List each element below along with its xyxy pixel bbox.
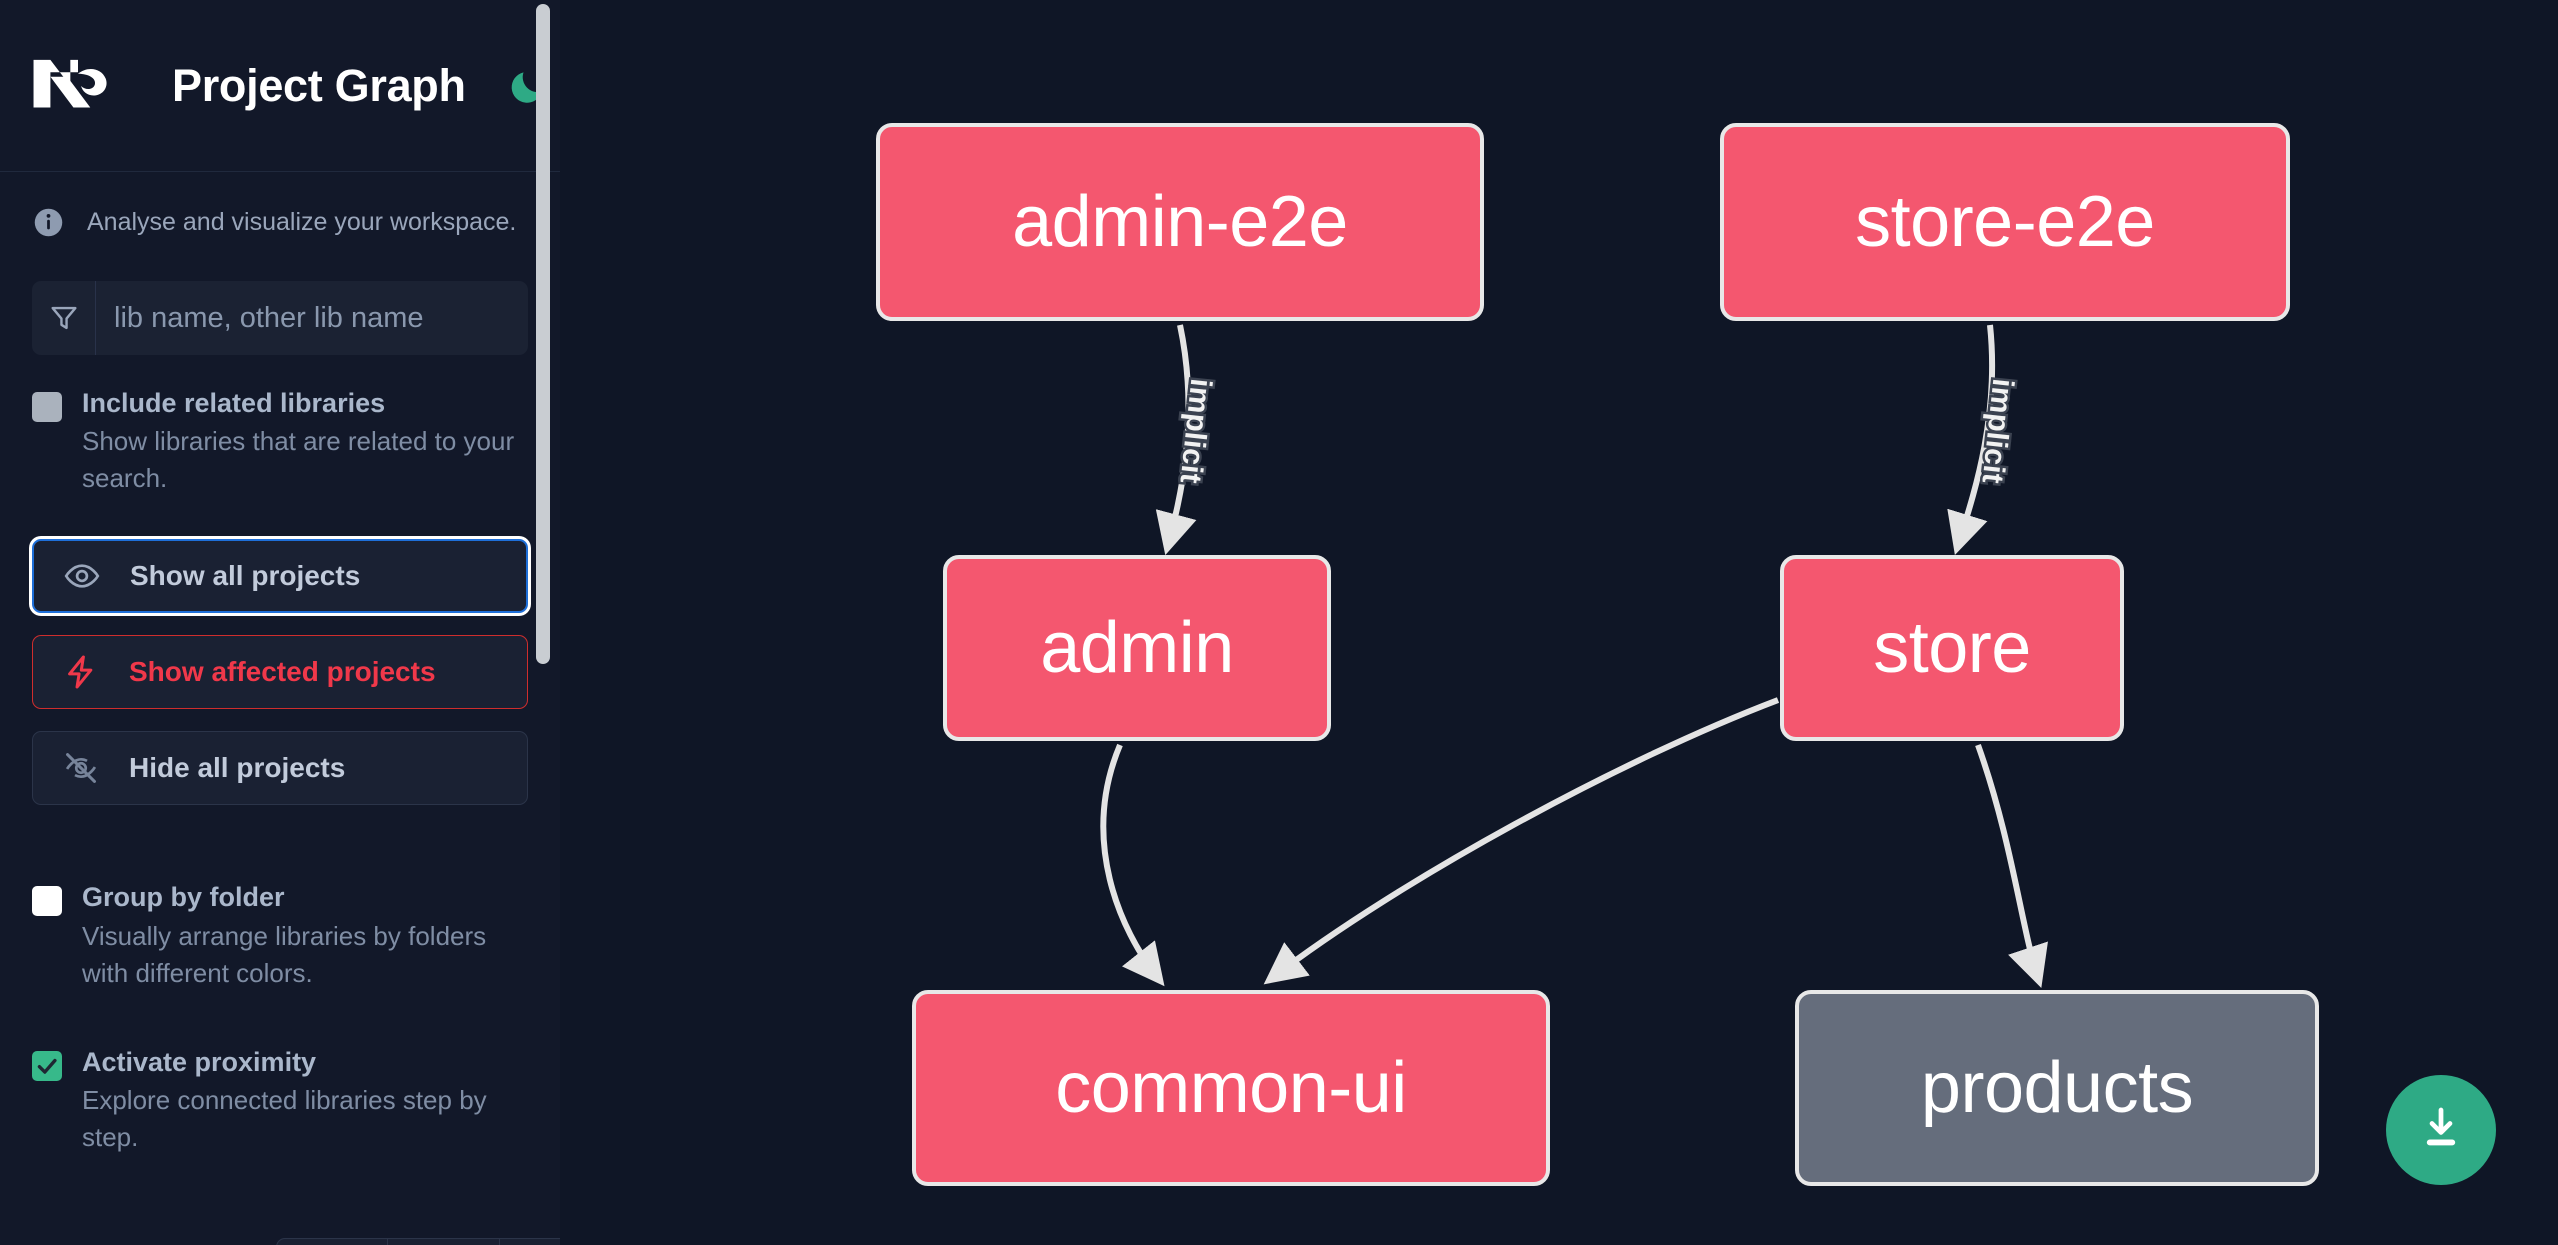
node-label: store [1873,608,2031,688]
button-label: Hide all projects [129,752,346,784]
sidebar-header: Project Graph [0,0,560,172]
node-label: admin-e2e [1012,182,1348,262]
node-label: common-ui [1055,1048,1407,1128]
checkbox-group-by-folder[interactable] [32,886,62,917]
graph-node-common-ui[interactable]: common-ui [912,990,1550,1186]
edge-admin-e2e-to-admin [1155,324,1197,556]
page-title: Project Graph [172,59,466,111]
info-banner: Analyse and visualize your workspace. [0,172,560,265]
option-group-by-folder[interactable]: Group by folder Visually arrange librari… [0,849,560,991]
sidebar: Project Graph Analyse and visualize your… [0,0,560,1245]
edge-store-e2e-to-store [1947,324,1996,556]
edge-label-implicit-store: implicit [1976,377,2020,485]
button-label: Show all projects [130,560,361,592]
button-label: Show affected projects [129,656,436,688]
segment-1[interactable] [276,1238,388,1245]
sidebar-scrollbar-thumb[interactable] [536,4,550,664]
option-title: Activate proximity [82,1046,317,1077]
graph-node-store[interactable]: store [1780,555,2124,741]
node-label: products [1920,1048,2194,1128]
lightning-icon [59,650,103,694]
project-visibility-buttons: Show all projects Show affected projects [32,539,528,806]
moon-icon[interactable] [506,63,548,109]
checkbox-include-related-libraries[interactable] [32,392,62,422]
funnel-icon [32,281,96,355]
graph-node-products[interactable]: products [1795,990,2319,1186]
node-label: store-e2e [1855,182,2155,262]
nx-logo [32,54,124,118]
edge-store-to-common-ui [1263,697,1780,985]
edge-admin-to-common-ui [1100,743,1165,987]
bottom-button-group-partial[interactable] [276,1238,560,1245]
option-description: Visually arrange libraries by folders wi… [82,920,487,988]
info-text: Analyse and visualize your workspace. [87,208,517,236]
option-activate-proximity[interactable]: Activate proximity Explore connected lib… [0,1014,560,1156]
option-include-related-libraries[interactable]: Include related libraries Show libraries… [0,355,560,497]
display-options: Group by folder Visually arrange librari… [0,849,560,1156]
show-affected-projects-button[interactable]: Show affected projects [32,635,528,710]
filter-field[interactable] [32,281,528,355]
download-button[interactable] [2386,1075,2496,1185]
graph-canvas[interactable]: implicit implicit admin-e2e store-e2e ad… [560,0,2558,1245]
segment-2[interactable] [388,1238,500,1245]
eye-icon [60,554,104,598]
checkbox-activate-proximity[interactable] [32,1050,62,1081]
info-icon [32,206,65,239]
graph-node-store-e2e[interactable]: store-e2e [1720,123,2290,321]
option-description: Explore connected libraries step by step… [82,1084,487,1152]
graph-edges: implicit implicit [1100,324,2048,988]
option-description: Show libraries that are related to your … [82,426,515,494]
graph-node-admin-e2e[interactable]: admin-e2e [876,123,1484,321]
edge-label-implicit-admin: implicit [1174,377,1218,485]
search-input[interactable] [96,281,528,355]
node-label: admin [1040,608,1234,688]
segment-3[interactable] [500,1238,560,1245]
eye-off-icon [59,746,103,790]
download-icon [2414,1101,2468,1160]
hide-all-projects-button[interactable]: Hide all projects [32,731,528,806]
option-title: Group by folder [82,882,285,913]
show-all-projects-button[interactable]: Show all projects [32,539,528,614]
graph-node-admin[interactable]: admin [943,555,1331,741]
edge-store-to-products [1975,743,2048,988]
option-title: Include related libraries [82,388,386,418]
